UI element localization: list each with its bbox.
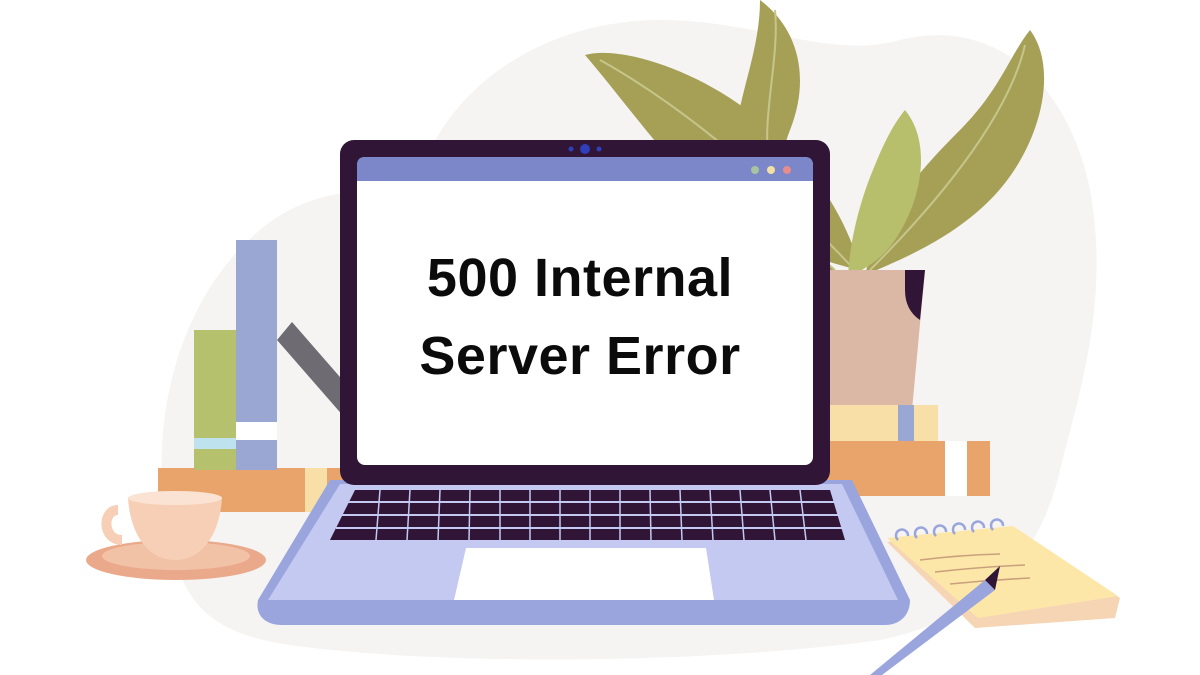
book-leaning — [277, 322, 360, 418]
webcam — [580, 144, 590, 154]
window-dot-green — [751, 166, 759, 174]
book-right-top — [810, 405, 938, 441]
laptop: 500 Internal Server Error — [257, 140, 910, 625]
screen — [357, 157, 813, 465]
error-title-line-1: 500 Internal — [427, 248, 733, 308]
pencil — [870, 580, 995, 675]
window-dot-red — [783, 166, 791, 174]
window-dot-yellow — [767, 166, 775, 174]
book-stack-right — [800, 405, 990, 496]
error-title-line-2: Server Error — [419, 326, 740, 386]
notepad-illustration — [870, 518, 1120, 675]
coffee-cup-illustration — [86, 491, 266, 580]
plant-pot — [800, 270, 925, 410]
cup-body — [128, 498, 222, 560]
screen-titlebar — [357, 157, 813, 181]
plant-leaf-small — [848, 110, 922, 276]
trackpad — [454, 548, 714, 600]
plant-leaf-right — [865, 30, 1045, 275]
